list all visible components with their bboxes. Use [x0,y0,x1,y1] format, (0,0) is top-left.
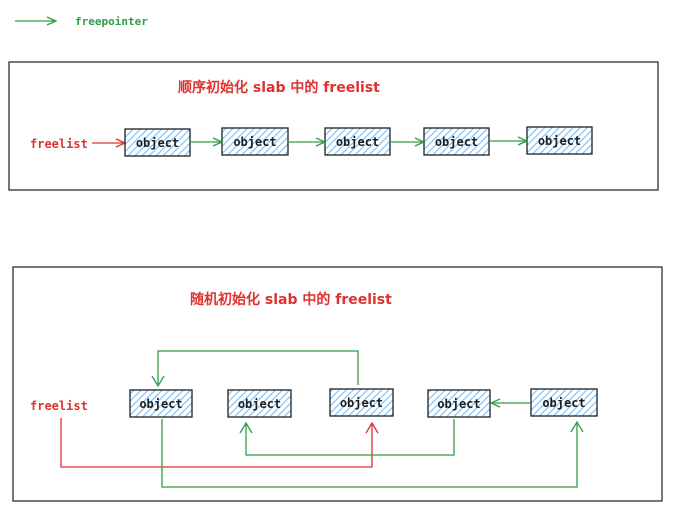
random-object-1: object [129,389,193,418]
random-head-pointer [60,418,379,468]
random-object-5: object [530,388,598,417]
legend-arrow-head [46,16,58,26]
random-object-4-label: object [437,397,480,411]
sequential-object-1-label: object [136,136,179,150]
random-object-2: object [227,389,292,418]
random-freepointer-3-to-1 [151,350,359,388]
random-object-2-label: object [238,397,281,411]
panel-random-freelist-label: freelist [30,399,88,413]
sequential-freepointer-4 [489,136,529,146]
sequential-object-5: object [526,126,593,155]
sequential-object-4: object [423,127,490,156]
panel-sequential-frame [8,61,659,191]
panel-random-title: 随机初始化 slab 中的 freelist [190,291,392,308]
random-freepointer-1-to-5 [161,419,584,488]
panel-sequential-freelist-label: freelist [30,137,88,151]
sequential-freepointer-3 [390,137,426,147]
legend: freepointer [15,15,148,28]
legend-label: freepointer [75,15,148,28]
sequential-object-4-label: object [435,135,478,149]
panel-sequential-title: 顺序初始化 slab 中的 freelist [178,79,380,96]
random-object-3-label: object [340,396,383,410]
random-object-3: object [329,388,394,417]
sequential-object-1: object [124,128,191,157]
random-object-4: object [427,389,491,418]
sequential-object-3-label: object [336,135,379,149]
sequential-object-5-label: object [538,134,581,148]
panel-sequential: 顺序初始化 slab 中的 freelist freelist object o… [8,61,659,191]
random-object-5-label: object [542,396,585,410]
random-freepointer-5-to-4 [489,398,530,408]
sequential-object-2-label: object [233,135,276,149]
random-object-1-label: object [139,397,182,411]
sequential-freepointer-1 [190,137,224,147]
panel-random: 随机初始化 slab 中的 freelist freelist object o… [12,266,663,502]
random-freepointer-4-to-2 [239,419,455,456]
sequential-freepointer-2 [288,137,327,147]
sequential-object-2: object [221,127,289,156]
sequential-object-3: object [324,127,391,156]
panel-random-frame [12,266,663,502]
